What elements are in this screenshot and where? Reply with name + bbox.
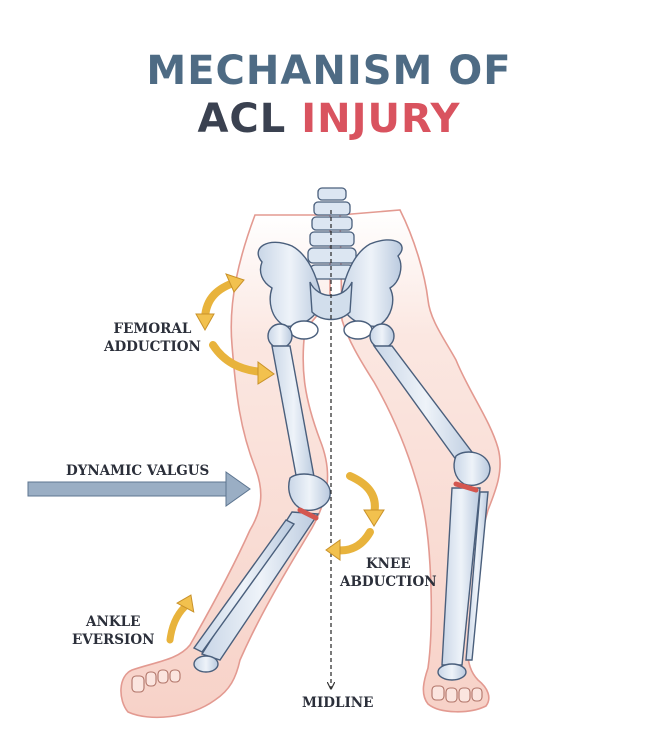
left-foot <box>131 669 181 693</box>
title-line-2: ACL INJURY <box>0 96 658 142</box>
label-adduction: ADDUCTION <box>104 339 201 355</box>
left-acl-ligament <box>297 507 319 521</box>
spine <box>307 187 357 280</box>
right-tibia <box>437 487 489 681</box>
label-midline: MIDLINE <box>302 695 374 711</box>
label-femoral-adduction: FEMORAL ADDUCTION <box>104 320 201 356</box>
ankle-eversion-arrow <box>166 594 195 644</box>
right-acl-ligament <box>453 481 479 493</box>
left-femur <box>267 323 331 511</box>
left-tibia <box>192 511 320 673</box>
label-femoral: FEMORAL <box>113 321 192 337</box>
right-femur <box>369 323 491 486</box>
dynamic-valgus-arrow <box>27 471 251 507</box>
label-ankle: ANKLE <box>86 614 141 630</box>
right-foot <box>431 685 483 703</box>
label-dynamic-valgus: DYNAMIC VALGUS <box>66 463 210 479</box>
label-ankle-eversion: ANKLE EVERSION <box>72 613 154 649</box>
label-eversion: EVERSION <box>72 632 155 648</box>
pelvis <box>257 239 403 340</box>
label-abduction: ABDUCTION <box>340 574 437 590</box>
title-line-1: MECHANISM OF <box>146 48 512 94</box>
label-knee: KNEE <box>365 556 411 572</box>
title-injury: INJURY <box>301 96 461 142</box>
femoral-adduction-heads <box>195 273 275 385</box>
knee-abduction-heads <box>325 509 385 561</box>
title-acl: ACL <box>197 96 287 142</box>
label-knee-abduction: KNEE ABDUCTION <box>340 555 437 591</box>
